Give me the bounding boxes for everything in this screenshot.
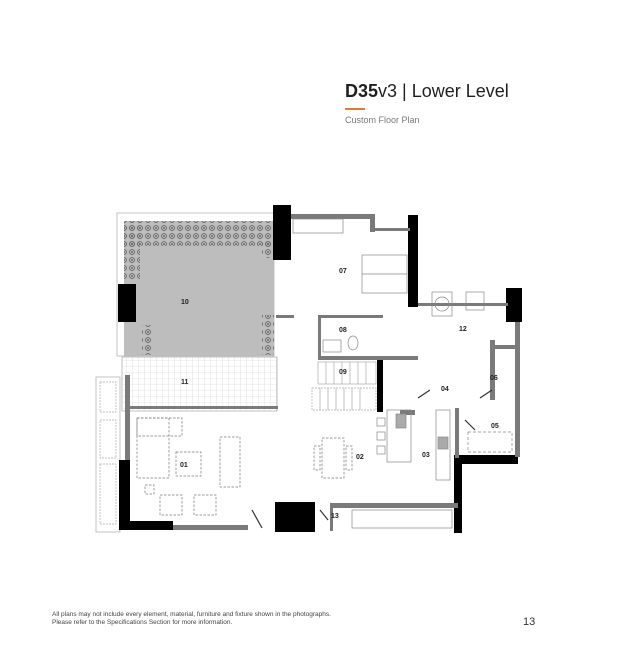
- room-label-11: 11: [181, 379, 189, 386]
- room-label-04: 04: [441, 386, 449, 393]
- model-version: v3: [378, 81, 398, 101]
- accent-rule: [345, 108, 365, 110]
- disclaimer: All plans may not include every element,…: [52, 611, 331, 627]
- door-swings: [251, 389, 493, 529]
- room-label-03: 03: [422, 452, 430, 459]
- room-label-09: 09: [339, 369, 347, 376]
- level-name: Lower Level: [411, 81, 509, 101]
- garden-area: [116, 212, 275, 357]
- page-number: 13: [523, 616, 536, 628]
- interior-lines: [292, 218, 513, 529]
- plan-header: D35v3|Lower Level Custom Floor Plan: [345, 80, 509, 125]
- solid-walls: [118, 205, 522, 533]
- room-label-12: 12: [459, 326, 467, 333]
- room-label-01: 01: [180, 462, 188, 469]
- room-label-08: 08: [339, 327, 347, 334]
- title-separator: |: [402, 81, 407, 101]
- room-label-07: 07: [339, 268, 347, 275]
- furniture: [136, 417, 353, 516]
- model-code: D35: [345, 81, 379, 101]
- room-label-05: 05: [491, 423, 499, 430]
- room-label-10: 10: [181, 299, 189, 306]
- disclaimer-line-1: All plans may not include every element,…: [52, 611, 331, 618]
- plan-title: D35v3|Lower Level: [345, 80, 509, 102]
- planter-column: [95, 376, 121, 533]
- terrace-area: [121, 356, 278, 412]
- room-label-13: 13: [331, 513, 339, 520]
- disclaimer-line-2: Please refer to the Specifications Secti…: [52, 619, 233, 626]
- gray-walls: [125, 214, 520, 531]
- room-label-02: 02: [356, 454, 364, 461]
- plan-subtitle: Custom Floor Plan: [345, 115, 420, 125]
- room-label-06: 06: [490, 375, 498, 382]
